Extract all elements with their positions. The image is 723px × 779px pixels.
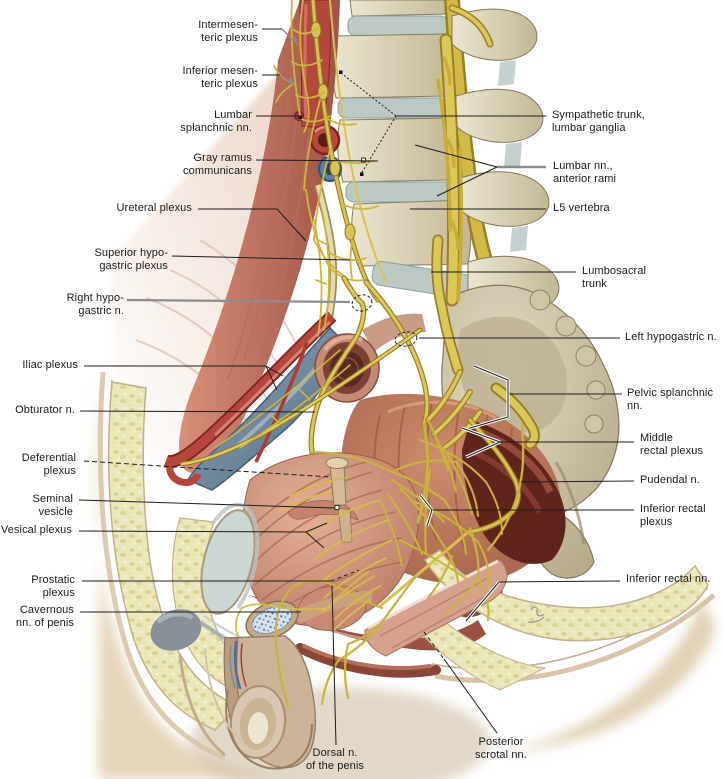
- label-seminal-vesicle: Seminal vesicle: [32, 493, 73, 518]
- label-cavernous-nerves-of-penis: Cavernous nn. of penis: [15, 604, 74, 629]
- label-inferior-rectal-plexus: Inferior rectal plexus: [640, 503, 706, 528]
- label-gray-ramus-communicans: Gray ramus communicans: [183, 152, 252, 177]
- label-iliac-plexus: Iliac plexus: [22, 359, 78, 371]
- label-sympathetic-trunk-lumbar-ganglia: Sympathetic trunk, lumbar ganglia: [552, 109, 645, 134]
- label-lumbar-nerves-anterior-rami: Lumbar nn., anterior rami: [553, 160, 617, 185]
- nerve-network: [179, 0, 540, 708]
- label-middle-rectal-plexus: Middle rectal plexus: [640, 432, 704, 457]
- label-vesical-plexus: Vesical plexus: [0, 524, 72, 536]
- label-left-hypogastric-nerve: Left hypogastric n.: [625, 331, 717, 343]
- label-ureteral-plexus: Ureteral plexus: [116, 202, 192, 214]
- annotation-marks: [298, 70, 545, 623]
- label-intermesenteric-plexus: Intermesen- teric plexus: [198, 19, 258, 44]
- label-lumbosacral-trunk: Lumbosacral trunk: [582, 265, 647, 290]
- label-inferior-rectal-nerves: Inferior rectal nn.: [626, 573, 711, 585]
- label-l5-vertebra: L5 vertebra: [553, 202, 610, 214]
- label-lumbar-splanchnic-nerves: Lumbar splanchnic nn.: [180, 109, 252, 134]
- label-inferior-mesenteric-plexus: Inferior mesen- teric plexus: [182, 65, 258, 90]
- leader-lines: [78, 28, 635, 746]
- label-pelvic-splanchnic-nerves: Pelvic splanchnic nn.: [627, 387, 714, 412]
- pubic-symphysis-and-hip: [150, 502, 263, 656]
- label-right-hypogastric-nerve: Right hypo- gastric n.: [66, 292, 124, 317]
- label-superior-hypogastric-plexus: Superior hypo- gastric plexus: [94, 247, 168, 272]
- label-prostatic-plexus: Prostatic plexus: [31, 574, 75, 599]
- label-dorsal-nerve-of-penis: Dorsal n. of the penis: [305, 747, 365, 772]
- bladder: [241, 452, 420, 627]
- label-obturator-nerve: Obturator n.: [15, 404, 75, 416]
- label-pudendal-nerve: Pudendal n.: [640, 474, 700, 486]
- label-posterior-scrotal-nerves: Posterior scrotal nn.: [475, 736, 527, 761]
- label-deferential-plexus: Deferential plexus: [21, 452, 76, 477]
